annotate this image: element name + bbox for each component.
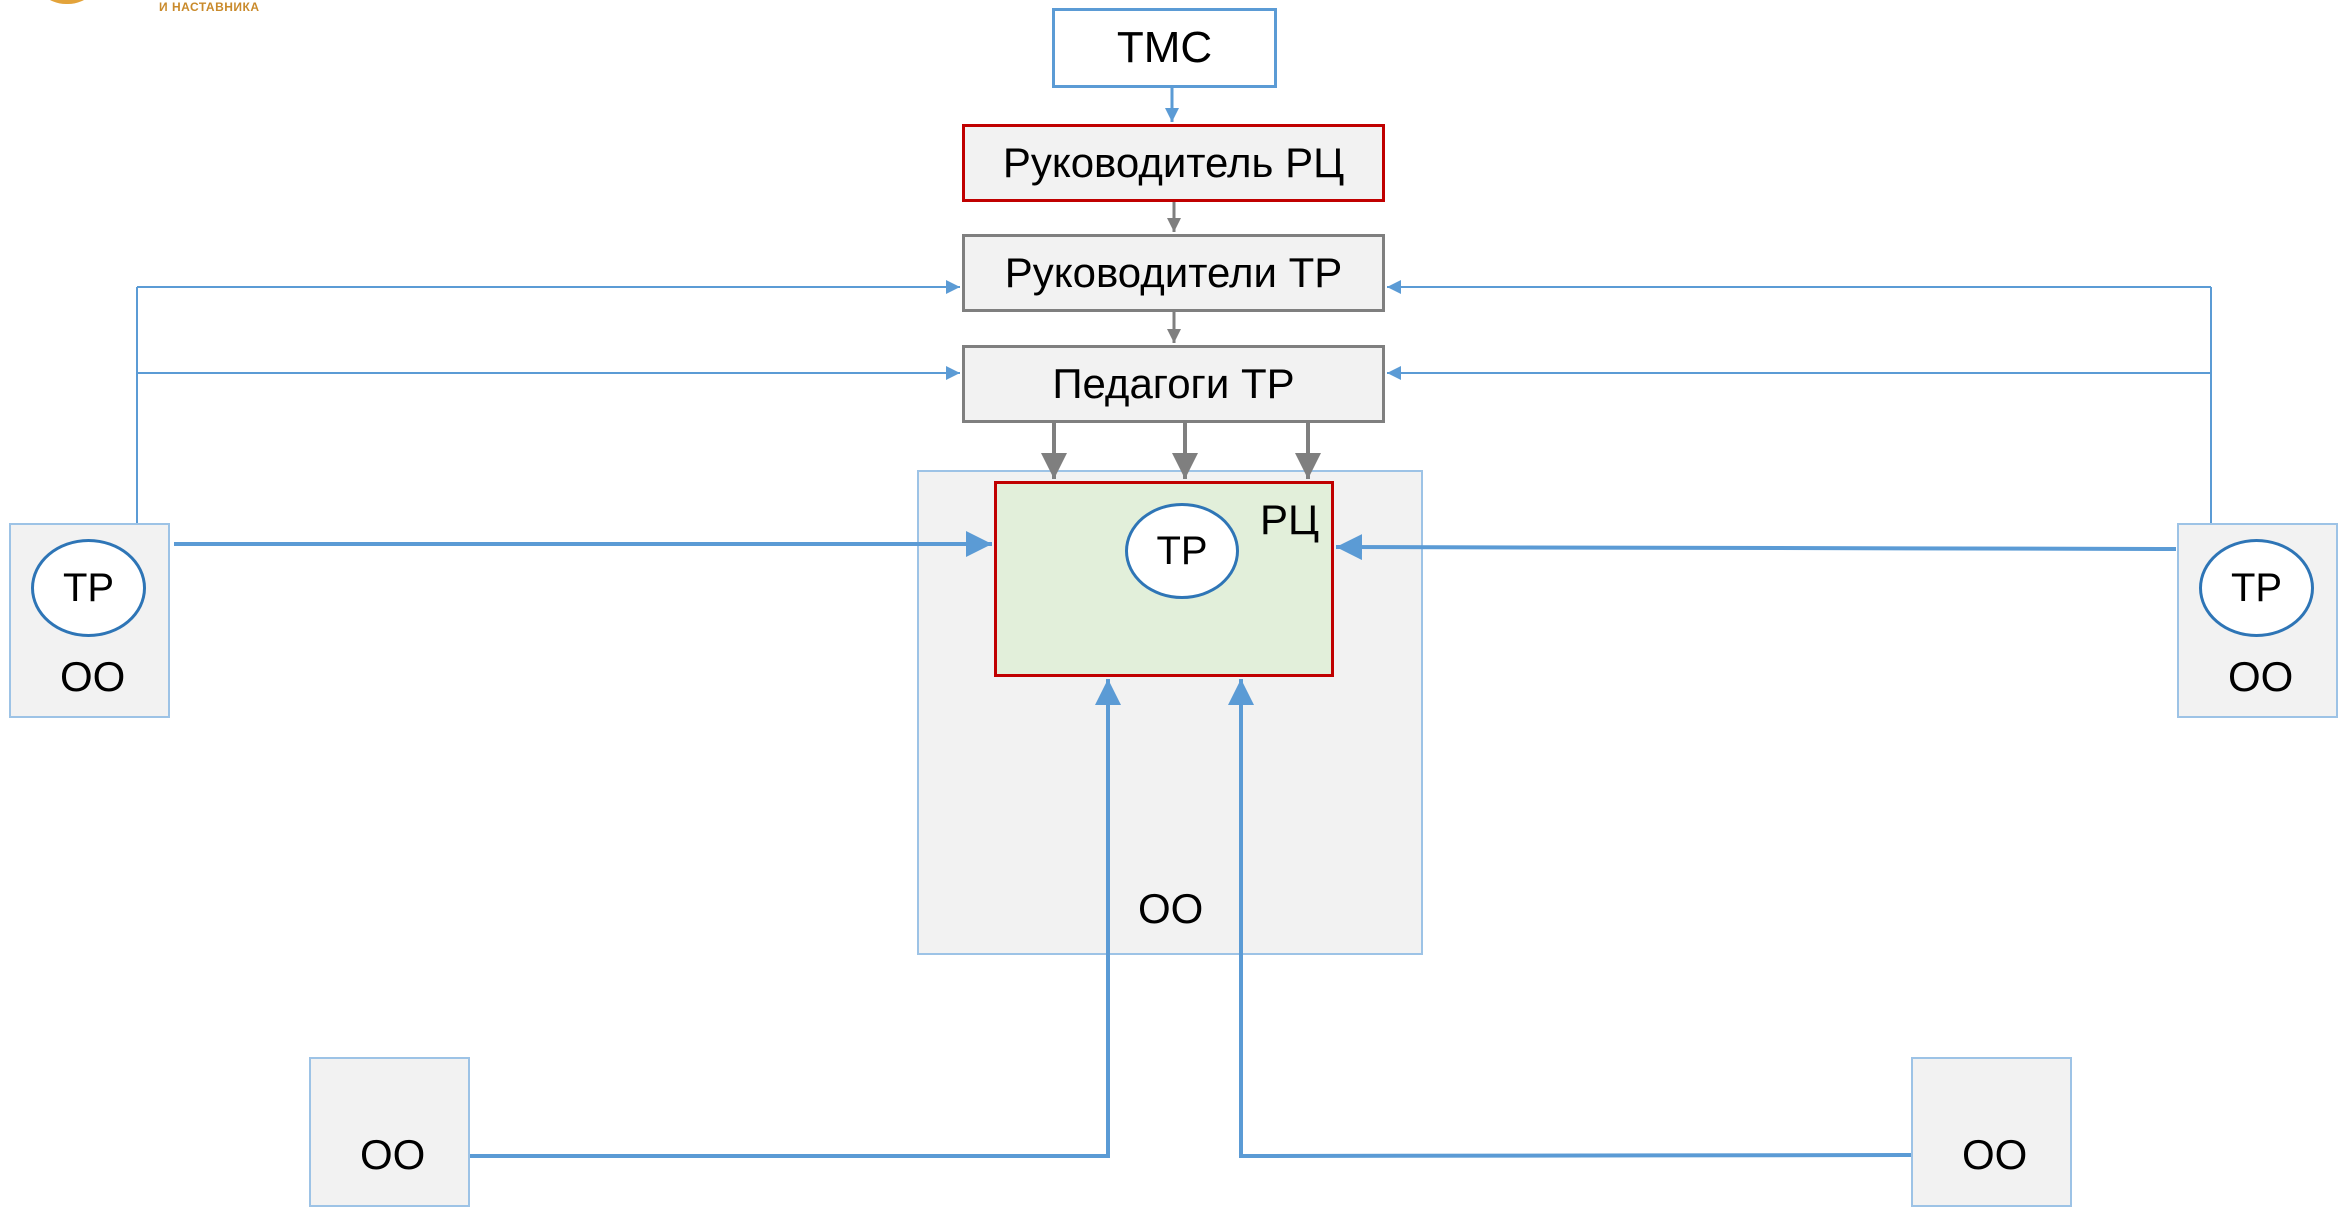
- rc-label: РЦ: [1260, 496, 1320, 543]
- oo-bottom-right-label: ОО: [1962, 1131, 2028, 1178]
- arrow-bottom-right-oo-to-rc: [1228, 679, 1912, 1159]
- oo-bottom-left-label: ОО: [360, 1131, 426, 1178]
- tms-box: ТМС: [1052, 8, 1277, 88]
- teachers-tr-box: Педагоги ТР: [962, 345, 1385, 423]
- lead-tr-box: Руководители ТР: [962, 234, 1385, 312]
- tr-left-ellipse: ТР: [31, 539, 146, 637]
- lead-rc-box: Руководитель РЦ: [962, 124, 1385, 202]
- oo-right-label: ОО: [2228, 653, 2294, 700]
- oo-bottom-left-box: ОО: [309, 1057, 470, 1207]
- arrow-right-oo-to-rc: [1335, 534, 2177, 561]
- oo-bottom-right-box: ОО: [1911, 1057, 2072, 1207]
- tr-right-ellipse: ТР: [2199, 539, 2314, 637]
- oo-center-label: ОО: [1138, 885, 1204, 932]
- tr-center-ellipse: ТР: [1125, 503, 1239, 599]
- arrow-bottom-left-oo-to-rc: [470, 679, 1121, 1158]
- oo-left-label: ОО: [60, 653, 126, 700]
- logo-text: И НАСТАВНИКА: [159, 0, 260, 14]
- logo-mark: [32, 0, 102, 4]
